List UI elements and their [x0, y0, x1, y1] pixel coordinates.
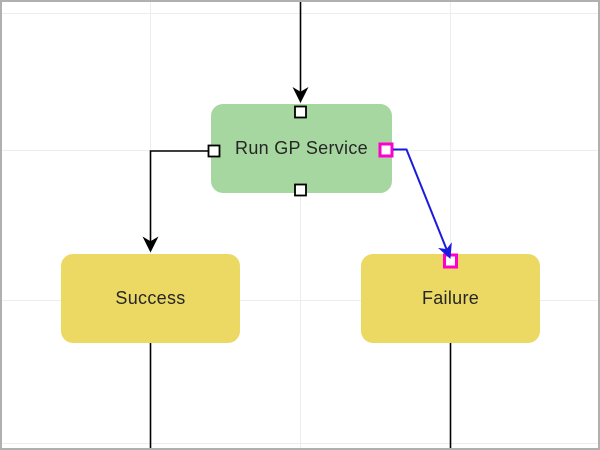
connector-run-gp-to-success[interactable]	[142, 150, 209, 253]
connection-handle-run-gp-right-selected[interactable]	[378, 142, 394, 158]
node-label: Success	[115, 288, 186, 308]
connection-handle-run-gp-bottom[interactable]	[294, 183, 307, 197]
connection-handle-failure-top-selected[interactable]	[443, 253, 458, 269]
node-label: Failure	[421, 288, 480, 308]
connector-run-gp-to-failure-selected[interactable]	[393, 148, 452, 259]
grid-line-vertical	[450, 0, 451, 450]
grid-line-vertical	[300, 0, 301, 450]
node-success[interactable]: Success	[61, 254, 240, 343]
node-run-gp-service[interactable]: Run GP Service	[211, 104, 392, 193]
node-failure[interactable]: Failure	[361, 254, 540, 343]
grid-line-horizontal	[0, 300, 600, 301]
node-label: Run GP Service	[235, 138, 368, 158]
connection-handle-run-gp-left[interactable]	[207, 144, 221, 158]
grid-line-horizontal	[0, 443, 600, 444]
connection-handle-run-gp-top[interactable]	[294, 105, 307, 119]
